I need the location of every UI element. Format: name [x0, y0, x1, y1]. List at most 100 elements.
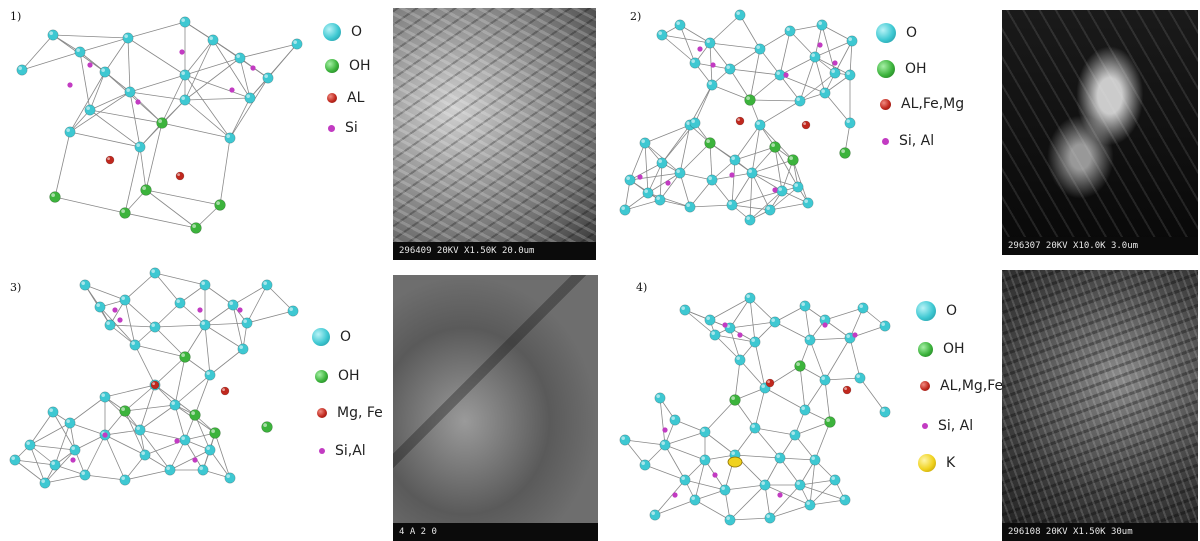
bond-line	[729, 517, 771, 521]
silicon-atom	[229, 87, 235, 93]
oxygen-atom-highlight	[806, 336, 810, 340]
bond-line	[84, 474, 126, 481]
cation-atom	[801, 120, 811, 130]
oxygen-atom-highlight	[176, 299, 180, 303]
bond-line	[647, 162, 663, 194]
legend-item-potassium: K	[918, 454, 955, 472]
oxygen-atom	[704, 37, 716, 49]
bond-line	[104, 37, 129, 73]
bond-line	[204, 284, 234, 306]
oxygen-atom	[704, 314, 716, 326]
bond-line	[724, 484, 766, 491]
oxygen-atom-highlight	[831, 476, 835, 480]
oxygen-atom-highlight	[846, 71, 850, 75]
bond-line	[129, 91, 186, 101]
cation-atom-highlight	[152, 382, 156, 385]
magenta-dot-icon	[922, 423, 928, 429]
bond-line	[809, 339, 826, 381]
oxygen-atom	[624, 174, 636, 186]
bond-line	[824, 307, 864, 321]
bond-line	[174, 374, 211, 406]
oxygen-atom-highlight	[671, 416, 675, 420]
oxygen-atom-highlight	[804, 199, 808, 203]
bond-line	[731, 204, 771, 211]
cation-atom-highlight	[767, 380, 770, 383]
silicon-atom	[783, 72, 789, 78]
oxygen-atom	[846, 35, 858, 47]
oxygen-atom-highlight	[263, 281, 267, 285]
crystal-structure-diagram	[16, 16, 303, 234]
bond-line	[124, 454, 146, 481]
bond-line	[679, 124, 691, 174]
bond-line	[774, 305, 806, 323]
oxygen-atom-highlight	[686, 121, 690, 125]
bond-line	[145, 122, 163, 191]
oxygen-atom	[39, 477, 51, 489]
bond-line	[124, 469, 171, 481]
legend-item-hydroxyl: OH	[315, 368, 360, 384]
legend-label: Si	[345, 120, 358, 136]
hydroxyl-atom-highlight	[746, 96, 750, 100]
bond-line	[764, 484, 811, 506]
cation-atom-highlight	[222, 388, 226, 391]
bond-line	[629, 162, 663, 181]
oxygen-atom-highlight	[794, 183, 798, 187]
cation-atom-highlight	[803, 122, 806, 125]
legend-label: Si, Al	[938, 418, 974, 434]
oxygen-atom-highlight	[621, 206, 625, 210]
oxygen-atom	[262, 72, 274, 84]
oxygen-atom	[744, 214, 756, 226]
bond-line	[749, 48, 761, 101]
oxygen-atom	[709, 329, 721, 341]
oxygen-atom-highlight	[751, 338, 755, 342]
oxygen-atom	[174, 297, 186, 309]
oxygen-atom-highlight	[126, 88, 130, 92]
bond-line	[809, 499, 846, 506]
silicon-atom	[832, 60, 838, 66]
silicon-atom	[192, 457, 198, 463]
oxygen-atom-highlight	[881, 322, 885, 326]
bond-line	[124, 299, 136, 346]
bond-line	[689, 179, 713, 208]
bond-line	[659, 172, 681, 201]
oxygen-atom	[816, 19, 828, 31]
bond-line	[184, 439, 204, 471]
oxygen-atom-highlight	[658, 159, 662, 163]
oxygen-atom	[244, 92, 256, 104]
green-ball-icon	[877, 60, 895, 78]
bond-line	[751, 172, 799, 188]
oxygen-atom-highlight	[166, 466, 170, 470]
oxygen-atom-highlight	[701, 428, 705, 432]
oxygen-atom	[241, 317, 253, 329]
bond-line	[139, 146, 147, 191]
bond-line	[789, 24, 823, 32]
bond-line	[694, 499, 731, 521]
silicon-atom	[729, 172, 735, 178]
oxygen-atom-highlight	[791, 431, 795, 435]
oxygen-atom	[119, 294, 131, 306]
bond-line	[729, 68, 781, 76]
oxygen-atom	[724, 63, 736, 75]
oxygen-atom	[659, 439, 671, 451]
oxygen-atom	[47, 29, 59, 41]
oxygen-atom	[819, 87, 831, 99]
oxygen-atom-highlight	[131, 341, 135, 345]
bond-line	[154, 302, 181, 328]
oxygen-atom	[84, 104, 96, 116]
hydroxyl-atom	[704, 137, 716, 149]
oxygen-atom	[224, 132, 236, 144]
silicon-atom	[174, 438, 180, 444]
bond-line	[679, 24, 711, 44]
bond-line	[184, 39, 214, 101]
oxygen-atom-highlight	[656, 394, 660, 398]
bond-line	[749, 190, 783, 221]
legend-item-silicon: Si, Al	[882, 133, 934, 149]
oxygen-atom-highlight	[151, 269, 155, 273]
bond-line	[799, 479, 836, 486]
oxygen-atom	[729, 154, 741, 166]
oxygen-atom	[149, 267, 161, 279]
red-ball-icon	[317, 408, 327, 418]
hydroxyl-atom	[787, 154, 799, 166]
oxygen-atom	[261, 279, 273, 291]
oxygen-atom	[129, 339, 141, 351]
